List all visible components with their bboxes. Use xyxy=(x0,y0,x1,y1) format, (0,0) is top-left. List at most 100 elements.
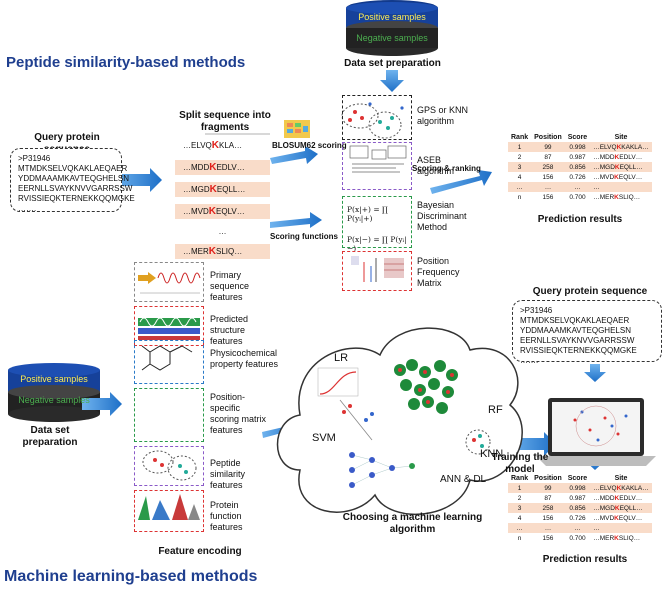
bayes-formula-2: P(x|−) = ∏ P(yᵢ|−) xyxy=(347,235,407,253)
top-prediction-label: Prediction results xyxy=(537,214,623,225)
ml-algorithms-cloud xyxy=(276,327,523,515)
fragment: …MVDKEQLV… xyxy=(175,204,270,219)
bottom-section-title: Machine learning-based methods xyxy=(4,568,258,585)
seq-line: YDDMAAAMKAVTEQGHELSN xyxy=(18,174,129,183)
seq-line: ……. xyxy=(520,356,539,365)
bottom-query-sequence-box: >P31946 MTMDKSELVQKAKLAEQAER YDDMAAAMKAV… xyxy=(512,300,662,365)
col-header: Site xyxy=(614,475,628,482)
col-header: Rank xyxy=(511,134,529,141)
bottom-query-label: Query protein sequence xyxy=(532,286,648,297)
method-label-pfm: Position Frequency Matrix xyxy=(417,256,460,288)
peptide-similarity-drawing xyxy=(142,450,197,481)
bayesian-tile: P(x|+) = ∏ P(yᵢ|+) P(x|−) = ∏ P(yᵢ|−) xyxy=(342,196,412,253)
pfm-drawing xyxy=(351,256,404,282)
model-label-rf: RF xyxy=(488,404,503,416)
top-section-title: Peptide similarity-based methods xyxy=(6,54,246,71)
scoring-functions-label: Scoring functions xyxy=(270,232,338,241)
bottom-negative-samples-label: Negative samples xyxy=(18,395,90,405)
feature-tile-peptide-similarity xyxy=(134,446,204,486)
feature-label-protein-function: Protein function features xyxy=(210,500,243,532)
physicochemical-molecule-drawing xyxy=(141,345,193,371)
feature-tile-protein-function xyxy=(134,490,204,532)
col-header: Site xyxy=(614,134,628,141)
feature-encoding-label: Feature encoding xyxy=(158,546,242,557)
seq-line: MTMDKSELVQKAKLAEQAER xyxy=(520,316,630,325)
aseb-drawing xyxy=(349,145,407,173)
col-header: Position xyxy=(534,134,562,141)
col-header: Score xyxy=(567,134,588,141)
top-dataset-label: Data set preparation xyxy=(344,58,441,69)
feature-label-structure: Predicted structure features xyxy=(210,314,249,346)
seq-line: YDDMAAAMKAVTEQGHELSN xyxy=(520,326,631,335)
col-header: Rank xyxy=(511,475,529,482)
model-label-svm: SVM xyxy=(312,432,336,444)
blosum-matrix-icon xyxy=(284,120,310,138)
seq-line: >P31946 xyxy=(520,306,553,315)
seq-line: EERNLLSVAYKNVVGARRSSW xyxy=(18,184,133,193)
split-label: Split sequence into fragments xyxy=(179,110,271,133)
fragment: … xyxy=(175,224,270,239)
table-row: ………… xyxy=(508,182,652,192)
seq-line: RVISSIEQKTERNEKKQQMGKE xyxy=(520,346,637,355)
top-negative-samples-label: Negative samples xyxy=(356,33,428,43)
feature-label-primary: Primary sequence features xyxy=(210,270,250,302)
model-label-lr: LR xyxy=(334,352,349,364)
method-label-gps: GPS or KNN algorithm xyxy=(417,105,469,126)
laptop-icon xyxy=(536,398,656,466)
model-label-ann-dl: ANN & DL xyxy=(440,474,487,485)
database-icon-bottom xyxy=(8,363,100,422)
fragment: …MERKSLIQ… xyxy=(175,244,270,259)
bayes-formula-1: P(x|+) = ∏ P(yᵢ|+) xyxy=(347,205,388,223)
predicted-structure-drawing xyxy=(138,317,200,340)
fragment: …MDDKEDLV… xyxy=(175,160,270,175)
seq-line: ……. xyxy=(18,204,37,213)
pfm-tile xyxy=(342,251,412,291)
method-label-bayes: Bayesian Discriminant Method xyxy=(417,200,467,232)
choosing-algorithm-label: Choosing a machine learning algorithm xyxy=(342,512,483,535)
col-header: Position xyxy=(534,475,562,482)
seq-line: MTMDKSELVQKAKLAEQAER xyxy=(18,164,128,173)
fragment-list: …ELVQKKLA… …MDDKEDLV… …MGDKEQLL… …MVDKEQ… xyxy=(175,138,270,259)
col-header: Score xyxy=(567,475,588,482)
feature-label-peptide-similarity: Peptide similarity features xyxy=(210,458,245,490)
feature-tile-primary xyxy=(134,262,204,302)
method-label-aseb: ASEB algorithm xyxy=(417,155,455,176)
table-row: ………… xyxy=(508,523,652,533)
bottom-dataset-label: Data set preparation xyxy=(22,425,78,448)
feature-tile-structure xyxy=(134,306,204,346)
feature-tile-pssm xyxy=(134,388,204,442)
seq-line: EERNLLSVAYKNVVGARRSSW xyxy=(520,336,635,345)
bottom-positive-samples-label: Positive samples xyxy=(20,374,88,384)
fragment: …ELVQKKLA… xyxy=(175,138,270,153)
aseb-tile xyxy=(342,142,412,190)
feature-tile-physicochemical xyxy=(134,340,204,384)
protein-function-drawing xyxy=(138,494,200,520)
model-label-knn: KNN xyxy=(480,448,504,460)
feature-label-physicochemical: Physicochemical property features xyxy=(210,348,279,369)
training-model-label: Training the model xyxy=(491,452,549,475)
blosum-label: BLOSUM62 scoring xyxy=(272,141,347,150)
top-query-sequence-box: >P31946 MTMDKSELVQKAKLAEQAER YDDMAAAMKAV… xyxy=(10,148,135,213)
scoring-ranking-label: Scoring & ranking xyxy=(412,164,481,173)
seq-line: >P31946 xyxy=(18,154,51,163)
feature-label-pssm: Position-specific scoring matrix feature… xyxy=(210,392,267,435)
seq-line: RVISSIEQKTERNEKKQQMGKE xyxy=(18,194,135,203)
top-positive-samples-label: Positive samples xyxy=(358,12,426,22)
fragment: …MGDKEQLL… xyxy=(175,182,270,197)
gps-knn-tile xyxy=(342,95,412,140)
bottom-prediction-label: Prediction results xyxy=(542,554,628,565)
